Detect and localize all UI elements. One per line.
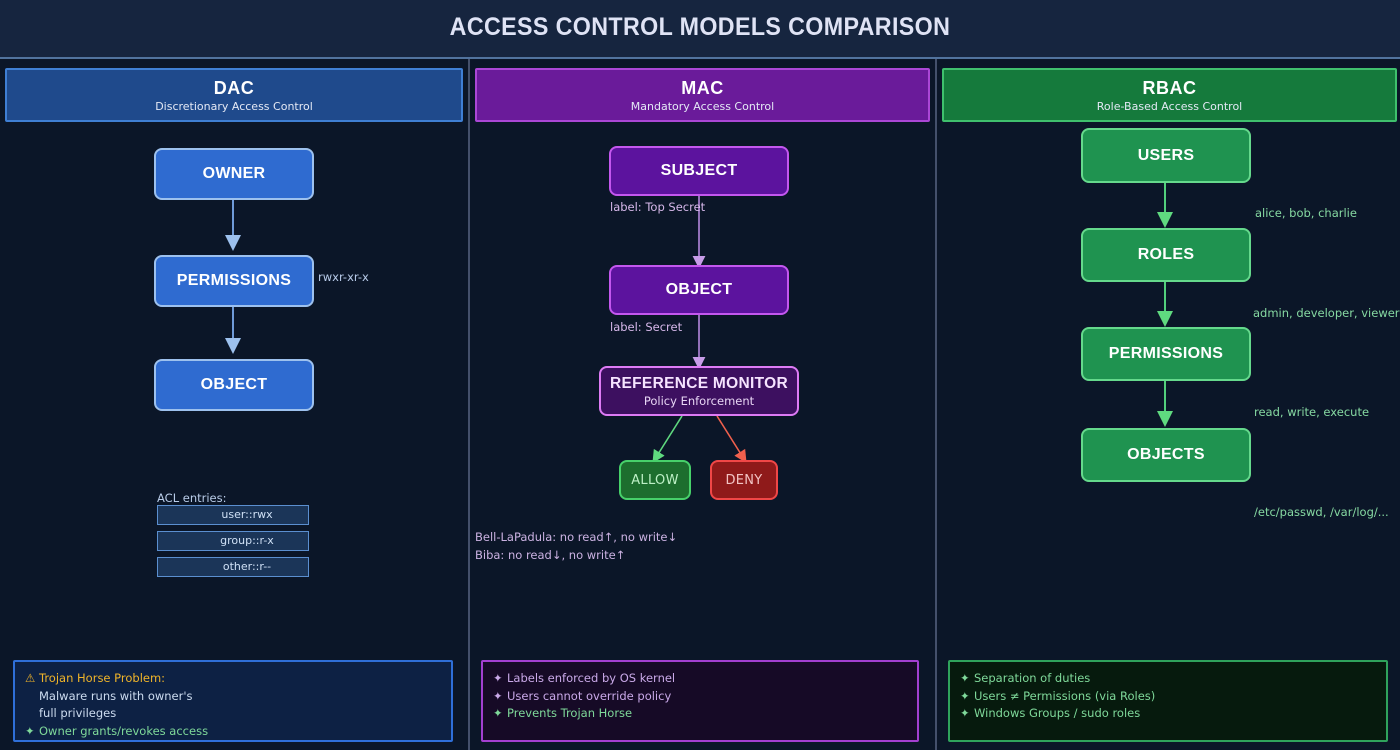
node-permissions[interactable]: PERMISSIONS — [154, 255, 314, 307]
node-object[interactable]: OBJECT — [154, 359, 314, 411]
column-subtitle-dac: Discretionary Access Control — [155, 100, 313, 113]
label-users-examples: alice, bob, charlie — [1255, 206, 1357, 220]
node-objects-label: OBJECTS — [1127, 446, 1205, 463]
node-allow[interactable]: ALLOW — [619, 460, 691, 500]
footer-text-dac-1: Malware runs with owner's — [39, 688, 193, 703]
column-mac: MAC Mandatory Access Control SUBJECT lab… — [470, 59, 935, 750]
column-title-mac: MAC — [681, 78, 724, 98]
footer-note-mac: ✦ Labels enforced by OS kernel ✦ Users can… — [481, 660, 919, 742]
node-reference-monitor-sublabel: Policy Enforcement — [643, 393, 755, 408]
node-subject[interactable]: SUBJECT — [609, 146, 789, 196]
column-rbac: RBAC Role-Based Access Control USERS ali… — [937, 59, 1400, 750]
label-objects-examples: /etc/passwd, /var/log/... — [1254, 505, 1389, 519]
footer-text-dac-3: Owner grants/revokes access — [39, 723, 209, 738]
acl-entry-0[interactable]: user::rwx — [157, 505, 309, 525]
footer-line-mac-1: ✦ Users cannot override policy — [493, 688, 907, 706]
node-users-label: USERS — [1137, 146, 1195, 164]
footer-text-dac-2: full privileges — [39, 706, 117, 720]
footer-line-dac-3: ✦ Owner grants/revokes access — [25, 723, 441, 741]
footer-line-rbac-0: ✦ Separation of duties — [960, 670, 1376, 688]
node-reference-monitor-label: REFERENCE MONITOR — [610, 374, 788, 392]
column-title-rbac: RBAC — [1142, 78, 1197, 98]
label-permission-bits: rwxr-xr-x — [318, 270, 369, 284]
footer-text-rbac-0: Separation of duties — [974, 671, 1091, 685]
footer-line-dac-0: ⚠Trojan Horse Problem: — [25, 670, 441, 688]
column-header-mac[interactable]: MAC Mandatory Access Control — [475, 68, 930, 122]
warning-icon: ⚠ — [25, 671, 36, 685]
node-object-label: OBJECT — [200, 376, 268, 393]
footer-text-mac-1: Users cannot override policy — [507, 688, 672, 703]
column-subtitle-mac: Mandatory Access Control — [630, 100, 775, 113]
column-dac: DAC Discretionary Access Control OWNER P… — [0, 59, 468, 750]
node-roles-label: ROLES — [1137, 246, 1195, 263]
column-header-rbac[interactable]: RBAC Role-Based Access Control — [942, 68, 1397, 122]
node-subject-label: SUBJECT — [660, 162, 738, 179]
node-permissions-label: PERMISSIONS — [176, 272, 292, 289]
footer-line-mac-2: ✦ Prevents Trojan Horse — [493, 705, 907, 723]
bullet-icon: ✦ — [960, 706, 970, 720]
column-header-dac[interactable]: DAC Discretionary Access Control — [5, 68, 463, 122]
footer-line-mac-0: ✦ Labels enforced by OS kernel — [493, 670, 907, 688]
node-owner[interactable]: OWNER — [154, 148, 314, 200]
column-divider-1 — [468, 59, 470, 750]
footer-line-dac-1: Malware runs with owner's — [25, 688, 441, 706]
footer-note-dac: ⚠Trojan Horse Problem: Malware runs with… — [13, 660, 453, 742]
footer-text-mac-2: Prevents Trojan Horse — [507, 706, 633, 720]
node-object[interactable]: OBJECT — [609, 265, 789, 315]
bullet-icon: ✦ — [960, 688, 970, 703]
bullet-icon: ✦ — [493, 706, 503, 720]
footer-text-dac-0: Trojan Horse Problem: — [39, 671, 166, 685]
bullet-icon: ✦ — [493, 688, 503, 703]
footer-note-rbac: ✦ Separation of duties ✦ Users ≠ Permissio… — [948, 660, 1388, 742]
column-title-dac: DAC — [213, 78, 255, 98]
label-permissions-examples: read, write, execute — [1254, 405, 1370, 419]
rule-biba: Biba: no read↓, no write↑ — [475, 548, 626, 562]
bullet-icon: ✦ — [25, 723, 35, 738]
label-subject-classification: label: Top Secret — [610, 200, 706, 214]
node-objects[interactable]: OBJECTS — [1081, 428, 1251, 482]
footer-line-rbac-2: ✦ Windows Groups / sudo roles — [960, 705, 1376, 723]
label-object-classification: label: Secret — [610, 320, 683, 334]
node-reference-monitor[interactable]: REFERENCE MONITOR Policy Enforcement — [599, 366, 799, 416]
node-permissions-label: PERMISSIONS — [1108, 345, 1224, 362]
node-deny-label: DENY — [725, 472, 763, 488]
bullet-icon: ✦ — [960, 671, 970, 685]
node-users[interactable]: USERS — [1081, 128, 1251, 183]
footer-text-rbac-1: Users ≠ Permissions (via Roles) — [974, 688, 1156, 703]
rule-bell-lapadula: Bell-LaPadula: no read↑, no write↓ — [475, 530, 678, 544]
node-roles[interactable]: ROLES — [1081, 228, 1251, 282]
acl-entries-caption: ACL entries: — [157, 491, 227, 505]
node-owner-label: OWNER — [202, 165, 266, 182]
footer-text-mac-0: Labels enforced by OS kernel — [507, 671, 676, 685]
label-roles-examples: admin, developer, viewer — [1253, 306, 1400, 320]
page-header-band: ACCESS CONTROL MODELS COMPARISON — [0, 0, 1400, 59]
bullet-icon: ✦ — [493, 671, 503, 685]
acl-entry-1[interactable]: group::r-x — [157, 531, 309, 551]
footer-line-dac-2: full privileges — [25, 705, 441, 723]
node-deny[interactable]: DENY — [710, 460, 778, 500]
column-divider-2 — [935, 59, 937, 750]
page-title: ACCESS CONTROL MODELS COMPARISON — [449, 13, 951, 41]
column-subtitle-rbac: Role-Based Access Control — [1096, 100, 1243, 113]
node-permissions[interactable]: PERMISSIONS — [1081, 327, 1251, 381]
node-allow-label: ALLOW — [631, 472, 679, 488]
footer-text-rbac-2: Windows Groups / sudo roles — [974, 706, 1141, 720]
node-object-label: OBJECT — [665, 281, 733, 298]
footer-line-rbac-1: ✦ Users ≠ Permissions (via Roles) — [960, 688, 1376, 706]
acl-entry-2[interactable]: other::r-- — [157, 557, 309, 577]
